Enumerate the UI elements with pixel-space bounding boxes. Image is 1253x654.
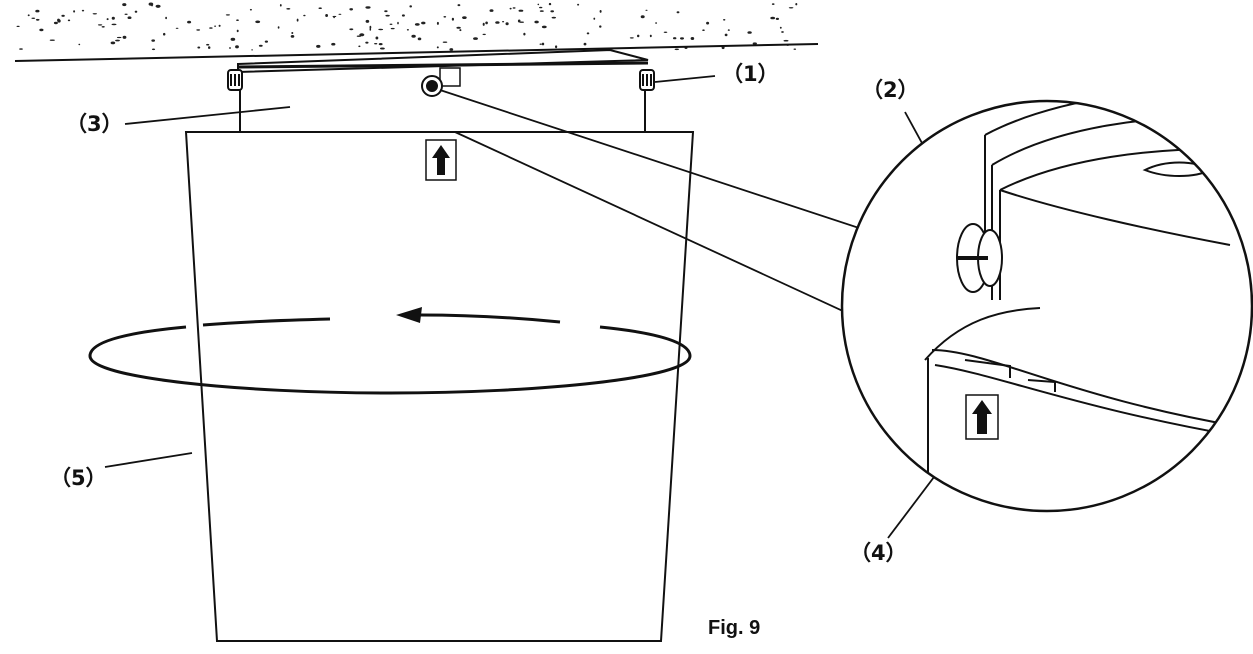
callout-3: （3） <box>66 112 123 136</box>
side-screw-left <box>227 69 243 91</box>
up-arrow-icon <box>425 139 457 181</box>
figure-caption: Fig. 9 <box>708 617 761 639</box>
zoom-detail <box>840 99 1253 513</box>
rotation-direction-arrow <box>396 307 561 324</box>
side-screw-right <box>639 69 655 91</box>
ceiling <box>14 2 819 62</box>
up-arrow-icon-detail <box>965 394 999 440</box>
lamp-shade <box>184 131 695 642</box>
callout-1: （1） <box>722 62 779 86</box>
screw-icon <box>421 75 443 97</box>
callout-2: （2） <box>862 78 919 102</box>
rotation-arrow <box>88 317 692 395</box>
callout-4: （4） <box>850 541 907 565</box>
callout-5: （5） <box>50 466 107 490</box>
